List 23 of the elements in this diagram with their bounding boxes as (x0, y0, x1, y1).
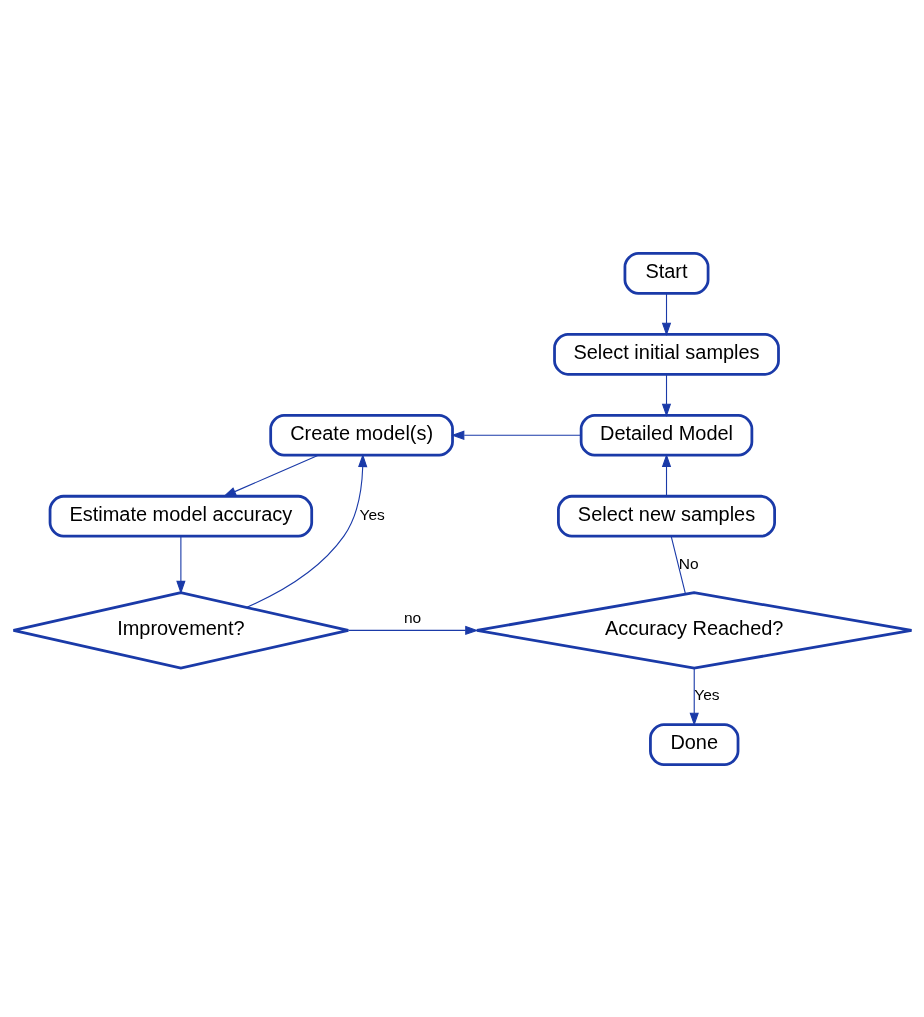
arrow (450, 430, 581, 440)
arrow (222, 454, 319, 497)
edge-label: Yes (358, 505, 385, 523)
arrow (175, 535, 186, 594)
arrow (347, 625, 479, 635)
node-box: Done (648, 722, 739, 766)
edge-label: no (403, 608, 421, 626)
edge-label: No (678, 554, 699, 572)
node-box: Select new samples (556, 494, 776, 538)
node-box: Select initial samples (552, 332, 780, 376)
arrow (661, 373, 671, 417)
node-box: Detailed Model (579, 413, 753, 457)
arrow (689, 667, 699, 726)
arrow (661, 292, 671, 336)
connector (670, 535, 686, 594)
node-box: Create model(s) (268, 413, 454, 457)
edge-label: Yes (693, 685, 720, 703)
node-box: Start (623, 251, 709, 295)
node-diamond: Improvement? (11, 590, 350, 669)
arrow (245, 453, 367, 608)
node-diamond: Accuracy Reached? (475, 590, 913, 669)
arrow (661, 453, 671, 497)
node-box: Estimate model accuracy (48, 494, 313, 538)
